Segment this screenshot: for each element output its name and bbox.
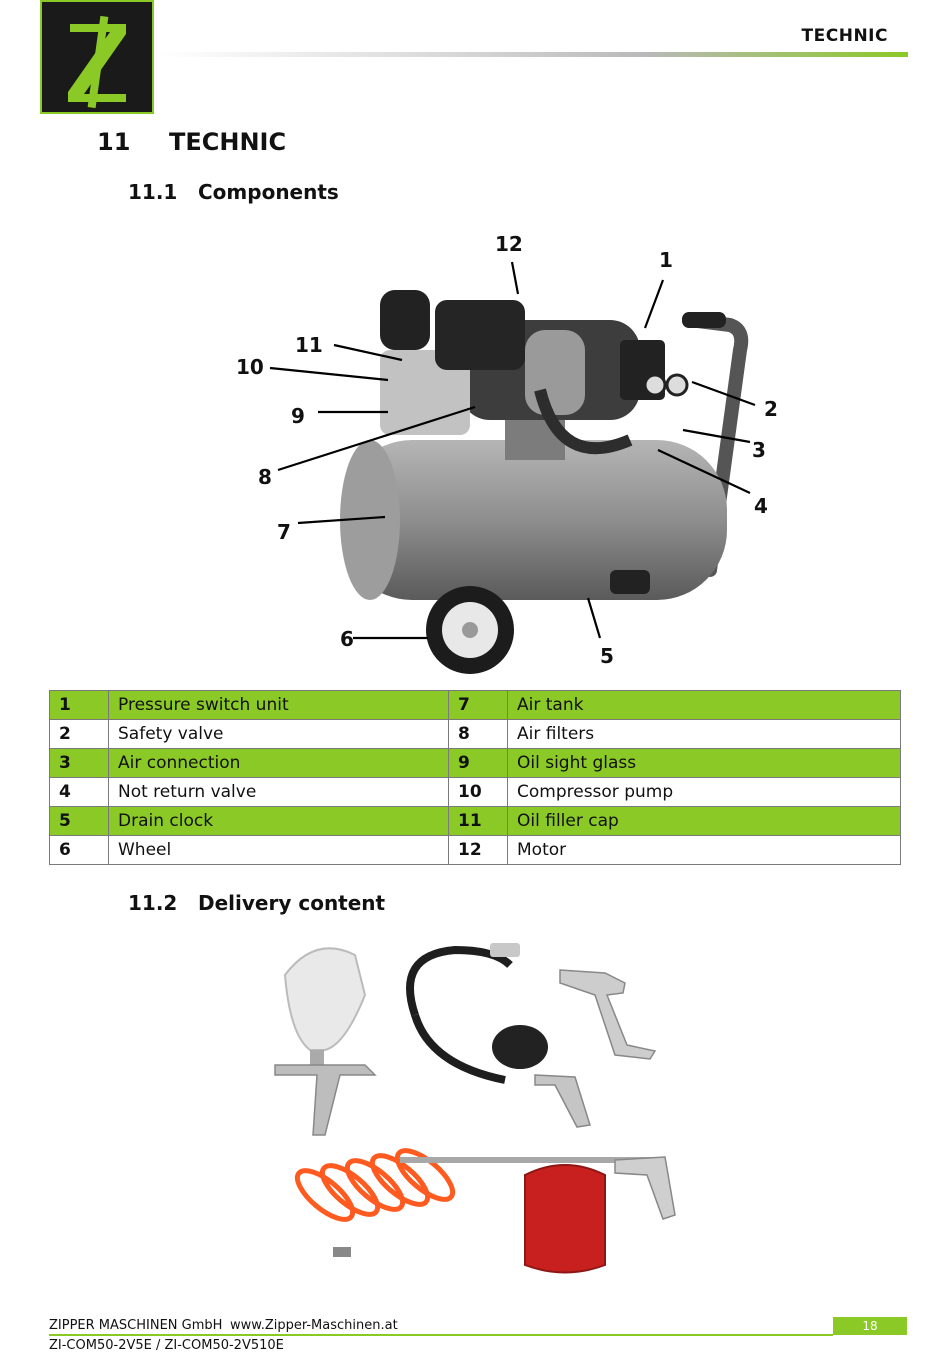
subsection-heading-components: 11.1 Components — [128, 180, 339, 204]
part-number: 4 — [49, 777, 109, 807]
part-name: Air filters — [507, 719, 901, 749]
callout-12: 12 — [495, 232, 523, 256]
part-name: Not return valve — [108, 777, 449, 807]
callout-7: 7 — [277, 520, 291, 544]
part-number: 9 — [448, 748, 508, 778]
callout-2: 2 — [764, 397, 778, 421]
callout-3: 3 — [752, 438, 766, 462]
part-number: 11 — [448, 806, 508, 836]
table-row: 1 Pressure switch unit 7 Air tank — [49, 690, 901, 720]
part-number: 6 — [49, 835, 109, 865]
section-title: TECHNIC — [169, 128, 287, 156]
part-number: 1 — [49, 690, 109, 720]
part-name: Motor — [507, 835, 901, 865]
callout-9: 9 — [291, 404, 305, 428]
part-name: Compressor pump — [507, 777, 901, 807]
part-number: 8 — [448, 719, 508, 749]
footer-website-link[interactable]: www.Zipper-Maschinen.at — [230, 1318, 398, 1333]
part-number: 12 — [448, 835, 508, 865]
callout-5: 5 — [600, 644, 614, 668]
section-number: 11 — [97, 128, 131, 156]
header-section-label: TECHNIC — [801, 26, 888, 46]
part-name: Wheel — [108, 835, 449, 865]
brand-logo — [40, 0, 154, 114]
part-name: Pressure switch unit — [108, 690, 449, 720]
part-number: 2 — [49, 719, 109, 749]
subsection-title: Components — [198, 180, 339, 204]
callout-10: 10 — [236, 355, 264, 379]
part-name: Safety valve — [108, 719, 449, 749]
footer-company: ZIPPER MASCHINEN GmbH — [49, 1318, 223, 1333]
part-number: 10 — [448, 777, 508, 807]
table-row: 3 Air connection 9 Oil sight glass — [49, 748, 901, 778]
footer-divider — [49, 1334, 833, 1336]
callout-8: 8 — [258, 465, 272, 489]
delivery-content-figure — [274, 943, 676, 1274]
subsection-number: 11.1 — [128, 180, 178, 204]
part-number: 5 — [49, 806, 109, 836]
subsection-heading-delivery: 11.2 Delivery content — [128, 891, 385, 915]
part-number: 7 — [448, 690, 508, 720]
part-name: Air tank — [507, 690, 901, 720]
part-name: Drain clock — [108, 806, 449, 836]
table-row: 2 Safety valve 8 Air filters — [49, 719, 901, 749]
table-row: 4 Not return valve 10 Compressor pump — [49, 777, 901, 807]
callout-11: 11 — [295, 333, 323, 357]
part-number: 3 — [49, 748, 109, 778]
section-heading: 11 TECHNIC — [97, 128, 286, 156]
callout-1: 1 — [659, 248, 673, 272]
callout-6: 6 — [340, 627, 354, 651]
subsection-title: Delivery content — [198, 891, 386, 915]
subsection-number: 11.2 — [128, 891, 178, 915]
components-table: 1 Pressure switch unit 7 Air tank 2 Safe… — [49, 690, 901, 865]
part-name: Air connection — [108, 748, 449, 778]
table-row: 5 Drain clock 11 Oil filler cap — [49, 806, 901, 836]
part-name: Oil sight glass — [507, 748, 901, 778]
compressor-figure — [269, 261, 756, 674]
zipper-z-logo-icon — [68, 15, 126, 109]
table-row: 6 Wheel 12 Motor — [49, 835, 901, 865]
part-name: Oil filler cap — [507, 806, 901, 836]
footer-model: ZI-COM50-2V5E / ZI-COM50-2V510E — [49, 1338, 284, 1353]
header-divider — [160, 52, 908, 57]
callout-4: 4 — [754, 494, 768, 518]
page-number: 18 — [833, 1317, 907, 1335]
